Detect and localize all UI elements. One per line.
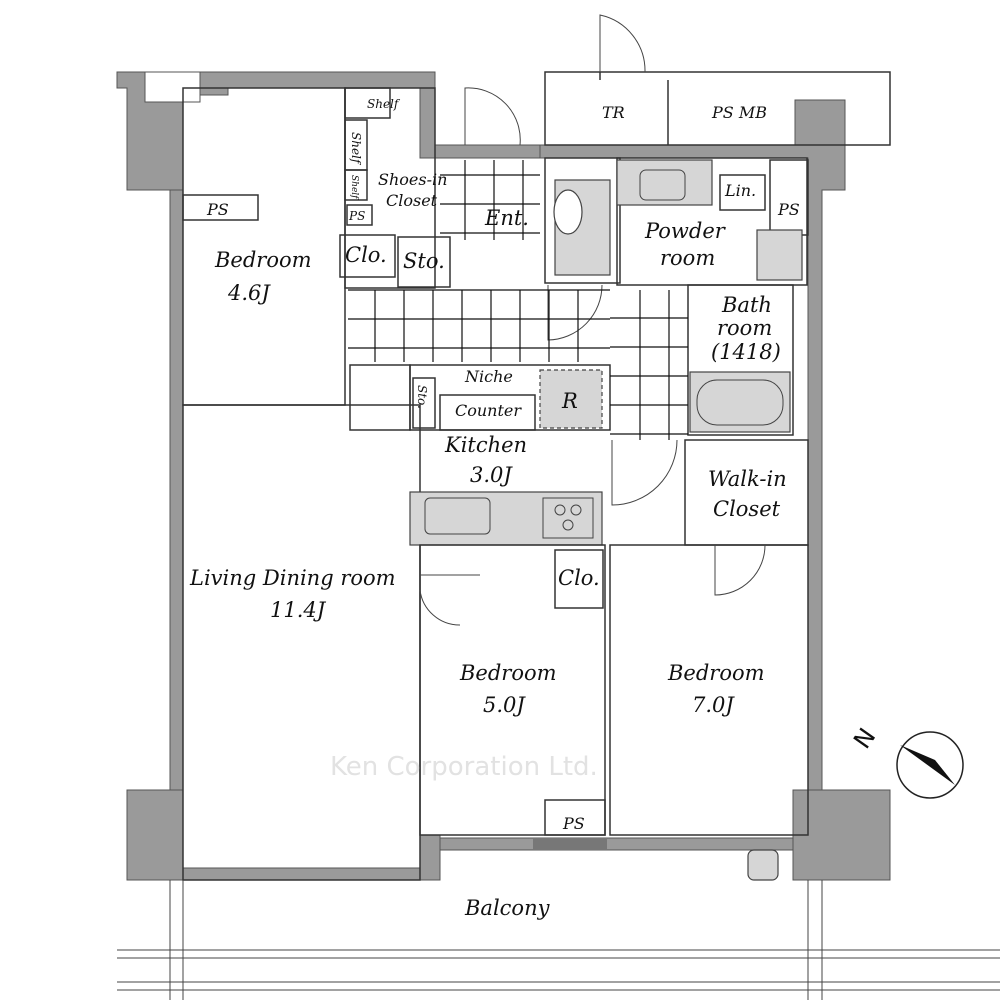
shoes-label-2: Closet [386,191,438,210]
living-size: 11.4J [270,598,327,622]
shelf-label-2: Shelf [349,132,363,166]
powder-label-2: room [660,246,715,270]
storage-label-kitchen: Sto. [415,385,429,409]
bath-label-3: (1418) [711,340,781,364]
storage-label: Sto. [403,249,445,273]
shoes-label-1: Shoes-in [378,170,447,189]
linen-label: Lin. [724,181,756,200]
interior-walls [182,87,809,881]
ps-label-bedroom: PS [206,200,229,219]
compass-arrow-icon [900,745,955,785]
refrigerator-label: R [561,389,578,413]
bedroom-a-size: 4.6J [227,281,271,305]
counter-label: Counter [455,401,522,420]
walkin-label-2: Closet [713,497,781,521]
closet-label: Clo. [345,243,387,267]
tr-label: TR [602,103,625,122]
niche-label: Niche [464,367,513,386]
bath-label-2: room [717,316,772,340]
kitchen-name: Kitchen [444,433,527,457]
ps-label-closet: PS [348,209,365,223]
north-label: N [848,723,881,754]
ps-mb-label: PS MB [711,103,767,122]
ps-label-bath: PS [777,200,800,219]
powder-label-1: Powder [644,219,727,243]
balcony-label: Balcony [464,896,551,920]
walkin-label-1: Walk-in [708,467,787,491]
north-compass: N [848,723,964,799]
balcony-rail [117,880,1000,1000]
kitchen-size: 3.0J [470,463,513,487]
living-name: Living Dining room [189,566,396,590]
ps-label-balcony: PS [562,814,585,833]
watermark: Ken Corporation Ltd. [330,752,598,782]
entrance-label: Ent. [484,206,529,230]
bedroom-c-size: 7.0J [692,693,735,717]
bath-label-1: Bath [721,293,772,317]
shelf-label-3: Shelf [349,175,359,200]
closet-label-b: Clo. [558,566,600,590]
bedroom-b-name: Bedroom [459,661,557,685]
bedroom-a-name: Bedroom [214,248,312,272]
entrance-tiles [348,160,688,440]
shelf-label-1: Shelf [367,97,401,111]
bedroom-c-name: Bedroom [667,661,765,685]
bedroom-b-size: 5.0J [483,693,526,717]
utility-closets [464,14,891,146]
